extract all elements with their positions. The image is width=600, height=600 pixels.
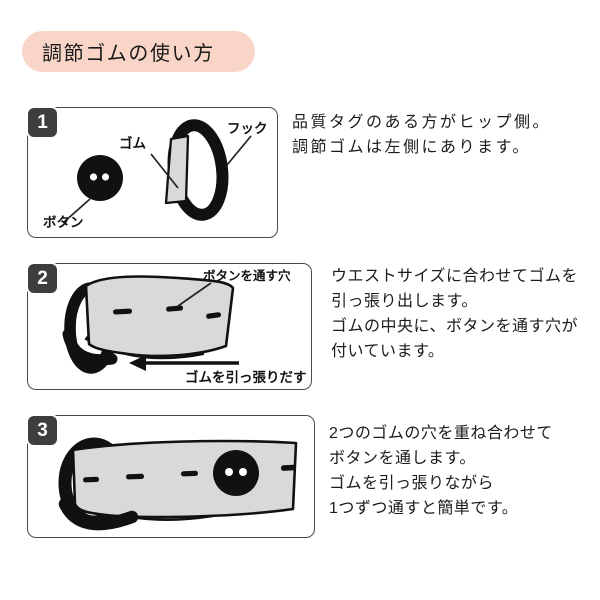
step-2-number-badge: 2 <box>26 262 59 295</box>
elastic-strip-icon <box>164 134 190 205</box>
elastic-label: ゴム <box>119 135 146 151</box>
hole-label: ボタンを通す穴 <box>203 268 291 283</box>
button-icon <box>77 155 123 201</box>
step-3-illustration <box>58 437 298 531</box>
step-3-description: 2つのゴムの穴を重ね合わせて ボタンを通します。 ゴムを引っ張りながら 1つずつ… <box>329 425 553 517</box>
step-2-description: ウエストサイズに合わせてゴムを 引っ張り出します。 ゴムの中央に、ボタンを通す穴… <box>331 268 579 360</box>
step-3-diagram-box: 3 <box>26 414 315 538</box>
step-2-illustration: ボタンを通す穴 ゴムを引っ張りだす <box>62 268 307 385</box>
elastic-band-icon <box>71 439 298 519</box>
elastic-loop-front-curl <box>62 328 118 366</box>
step-3-number-badge: 3 <box>26 414 59 447</box>
button-pointer-line <box>63 198 91 223</box>
step-1-description: 品質タグのある方がヒップ側。 調節ゴムは左側にあります。 <box>292 114 552 156</box>
step-1-illustration: ボタン ゴム フック <box>43 119 268 230</box>
elastic-pointer-line <box>150 153 179 189</box>
step-1-number-badge: 1 <box>26 106 59 139</box>
step-2-diagram-box: 2 ボタンを通す穴 ゴムを引っ張りだす <box>26 262 312 390</box>
pull-arrow-icon <box>129 355 239 371</box>
page-title-text: 調節ゴムの使い方 <box>42 43 215 65</box>
elastic-loop-front-curl <box>58 497 139 531</box>
hook-label: フック <box>227 121 268 136</box>
hole-pointer-line <box>177 282 212 307</box>
hook-pointer-line <box>226 135 252 166</box>
button-holes <box>83 464 296 483</box>
button-holes <box>113 305 222 319</box>
button-label: ボタン <box>43 215 84 230</box>
elastic-band-icon <box>84 275 235 358</box>
button-icon <box>213 450 259 496</box>
page-title: 調節ゴムの使い方 <box>22 31 255 72</box>
step-1-diagram-box: 1 ボタン ゴム フック <box>26 106 278 238</box>
pull-label: ゴムを引っ張りだす <box>185 369 307 385</box>
